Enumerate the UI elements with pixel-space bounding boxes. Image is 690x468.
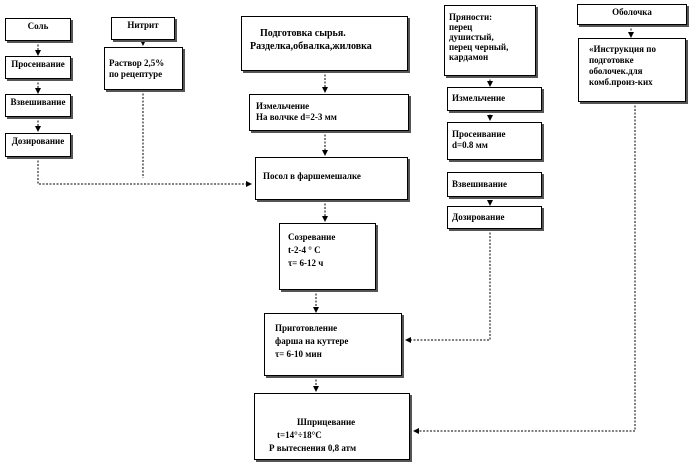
- stuffing-box: Шприцевание t=14°÷18°С Р вытеснения 0,8 …: [254, 393, 410, 460]
- grind-spices-line: Измельчение: [452, 93, 506, 103]
- dose-spices-line: Дозирование: [452, 212, 505, 222]
- nitrite-box: Нитрит: [111, 17, 175, 40]
- weigh-salt-box: Взвешивание: [5, 94, 71, 117]
- dose-salt-box: Дозирование: [5, 133, 71, 157]
- grind-box: Измельчение На волчке d=2-3 мм: [249, 94, 409, 131]
- solution-box: Раствор 2,5% по рецептуре: [104, 47, 183, 90]
- cutter-line-1: Приготовление: [275, 323, 338, 333]
- spices-line-4: перец черный,: [449, 42, 509, 52]
- maturation-box: Созревание t-2-4 ° С τ= 6-12 ч: [279, 223, 376, 290]
- sift-salt-line: Просеивание: [11, 59, 65, 69]
- spices-box: Пряности: перец душистый, перец черный, …: [444, 5, 536, 76]
- grind-spices-box: Измельчение: [447, 87, 542, 111]
- casing-box: Оболочка: [577, 4, 687, 25]
- weigh-spices-box: Взвешивание: [447, 172, 542, 197]
- dose-salt-line: Дозирование: [11, 136, 65, 146]
- casing-instr-line-2: подготовке: [589, 55, 634, 65]
- salting-line: Посол в фаршемешалке: [263, 171, 361, 181]
- raw-prep-line-2: Разделка,обвалка,жиловка: [250, 41, 372, 52]
- arrow-casing-stuffing: [413, 102, 636, 434]
- stuffing-line-1: Шприцевание: [297, 417, 356, 427]
- spices-line-1: Пряности:: [449, 12, 493, 22]
- weigh-spices-line: Взвешивание: [452, 179, 507, 189]
- casing-instr-line-4: комб.произ-ких: [589, 77, 653, 87]
- casing-line: Оболочка: [612, 7, 652, 17]
- sift-salt-box: Просеивание: [5, 56, 71, 79]
- spices-line-3: душистый,: [449, 32, 494, 42]
- sift-spices-line-2: d=0.8 мм: [452, 140, 488, 150]
- spices-line-5: кардамон: [449, 52, 489, 62]
- nitrite-line: Нитрит: [127, 20, 159, 30]
- stuffing-line-3: Р вытеснения 0,8 атм: [269, 443, 357, 453]
- cutter-line-2: фарша на куттере: [275, 336, 349, 346]
- salt-box: Соль: [5, 18, 71, 41]
- solution-line-1: Раствор 2,5%: [109, 58, 165, 68]
- casing-instr-line-3: оболочек.для: [589, 66, 643, 76]
- arrow-dose-salting: [37, 157, 252, 187]
- salting-box: Посол в фаршемешалке: [255, 157, 408, 200]
- weigh-salt-line: Взвешивание: [10, 97, 66, 107]
- grind-line-1: Измельчение: [256, 101, 310, 111]
- casing-instr-line-1: «Инструкция по: [589, 44, 656, 54]
- arrow-spices-cutter: [405, 229, 491, 343]
- casing-instr-box: «Инструкция по подготовке оболочек.для к…: [578, 38, 686, 102]
- sift-spices-box: Просеивание d=0.8 мм: [447, 122, 542, 160]
- salt-line: Соль: [27, 21, 49, 31]
- solution-line-2: по рецептуре: [109, 69, 163, 79]
- cutter-box: Приготовление фарша на куттере τ= 6-10 м…: [264, 313, 402, 376]
- cutter-line-3: τ= 6-10 мин: [275, 349, 322, 359]
- spices-line-2: перец: [449, 22, 473, 32]
- raw-prep-line-1: Подготовка сырья.: [260, 28, 346, 39]
- grind-line-2: На волчке d=2-3 мм: [256, 112, 337, 122]
- raw-prep-box: Подготовка сырья. Разделка,обвалка,жилов…: [241, 16, 408, 71]
- stuffing-line-2: t=14°÷18°С: [277, 430, 322, 440]
- maturation-line-1: Созревание: [288, 232, 336, 242]
- maturation-line-3: τ= 6-12 ч: [288, 258, 324, 268]
- dose-spices-box: Дозирование: [447, 206, 542, 229]
- sift-spices-line-1: Просеивание: [452, 129, 506, 139]
- maturation-line-2: t-2-4 ° С: [288, 245, 321, 255]
